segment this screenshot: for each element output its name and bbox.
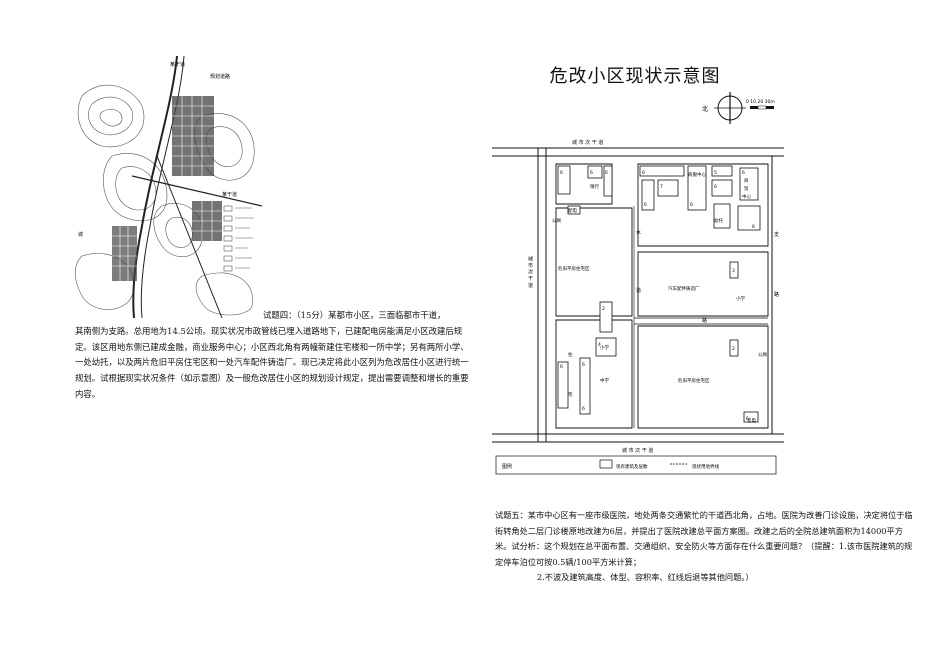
floor-num: 6: [746, 416, 749, 422]
legend-item-1: 现有建筑及层数: [616, 463, 648, 470]
floor-num: 6: [560, 364, 563, 370]
question-5-body: 试题五：某市中心区有一座市级医院，地处两条交通繁忙的干道西北角，占地。医院为改善…: [495, 510, 913, 567]
left-map-road-label-a: 某干道: [170, 61, 185, 68]
road-north-label: 城 市 次 干 道: [572, 139, 603, 146]
label-old-housing-b: 危旧平房住宅区: [678, 377, 710, 384]
legend-item-2: 现状用地界线: [692, 463, 719, 470]
road-west-label: 城 市 次 干 道: [527, 255, 533, 288]
road-lower-label: 路: [702, 317, 707, 324]
road-middle-label-b: 道: [636, 287, 641, 294]
label-residence-b: 宅: [568, 391, 573, 398]
label-primary-a: 小学: [736, 295, 745, 302]
label-factory: 汽车配件铸造厂: [668, 285, 700, 292]
floor-num: 7: [660, 184, 663, 190]
label-toilet-b: 公厕: [758, 352, 767, 358]
question-5-hint-2: 2.不波及建筑高度、体型、容积率、红线后退等其他问题。）: [537, 572, 754, 583]
label-business-center: 商服中心: [688, 171, 706, 178]
question-4-text: 试题四：（15分）某都市小区，三面临都市干道， 其南侧为支路。总用地为14.5公…: [75, 308, 473, 403]
floor-num: 6: [642, 170, 645, 176]
floor-num: 6: [605, 170, 608, 176]
floor-num: 5: [714, 170, 717, 176]
label-finance-a: 商: [744, 177, 749, 184]
label-kindergarten: 幼托: [714, 217, 723, 224]
label-residence-a: 住: [568, 351, 573, 358]
legend-title: 图例: [502, 463, 512, 470]
label-bank: 银行: [590, 183, 599, 190]
north-arrow-icon: [714, 92, 746, 124]
floor-num: 6: [714, 184, 717, 190]
road-south-label: 城 市 次 干 道: [622, 447, 653, 454]
label-power-room: 配电: [568, 207, 577, 214]
left-map-road-label-b: 规划道路: [210, 73, 230, 80]
left-map-left-label: 城: [78, 231, 83, 238]
scale-bar: [750, 105, 774, 110]
map-title: 危改小区现状示意图: [549, 66, 721, 87]
road-east-label-b: 路: [774, 291, 779, 298]
floor-num: 2: [732, 346, 735, 352]
floor-num: 6: [582, 362, 585, 368]
label-finance-c: 中心: [742, 193, 751, 200]
label-finance-b: 贸: [744, 185, 749, 192]
label-primary-b: 小学: [600, 344, 609, 351]
floor-num: 6: [742, 170, 745, 176]
label-old-housing-a: 危旧平房住宅区: [558, 265, 590, 272]
floor-num: 6: [752, 224, 755, 230]
renovation-site-map: 北 0 10 20 30m: [492, 92, 784, 475]
left-map-right-label: 某干道: [222, 191, 237, 198]
floor-num: 6: [644, 202, 647, 208]
floor-num: 3: [732, 268, 735, 274]
floor-num: 2: [602, 306, 605, 312]
question-4-lead: 试题四：（15分）某都市小区，三面临都市干道，: [263, 310, 446, 320]
floor-num: 6: [582, 406, 585, 412]
north-label: 北: [702, 105, 708, 113]
road-east-label-a: 支: [774, 231, 779, 238]
label-middle-school: 中学: [600, 377, 609, 384]
floor-num: 6: [690, 202, 693, 208]
floor-num: 6: [590, 170, 593, 176]
label-toilet-a: 公厕: [552, 218, 561, 224]
label-substation: 变电: [747, 417, 756, 424]
road-middle-label-a: 水: [636, 229, 641, 236]
question-4-body: 其南侧为支路。总用地为14.5公顷。现实状况市政管线已埋入道路地下，已建配电房能…: [75, 325, 469, 399]
floor-num: 6: [560, 170, 563, 176]
question-5-text: 试题五：某市中心区有一座市级医院，地处两条交通繁忙的干道西北角，占地。医院为改善…: [495, 508, 915, 586]
scale-text: 0 10 20 30m: [746, 99, 775, 105]
floor-numbers: 6 6 6 6 7 6 6 5 6 6 6 3 2 2 4 6 6 6 6: [560, 170, 755, 422]
floor-num: 4: [598, 342, 601, 348]
left-site-map: 某干道 规划道路 某干道 城: [72, 56, 262, 318]
